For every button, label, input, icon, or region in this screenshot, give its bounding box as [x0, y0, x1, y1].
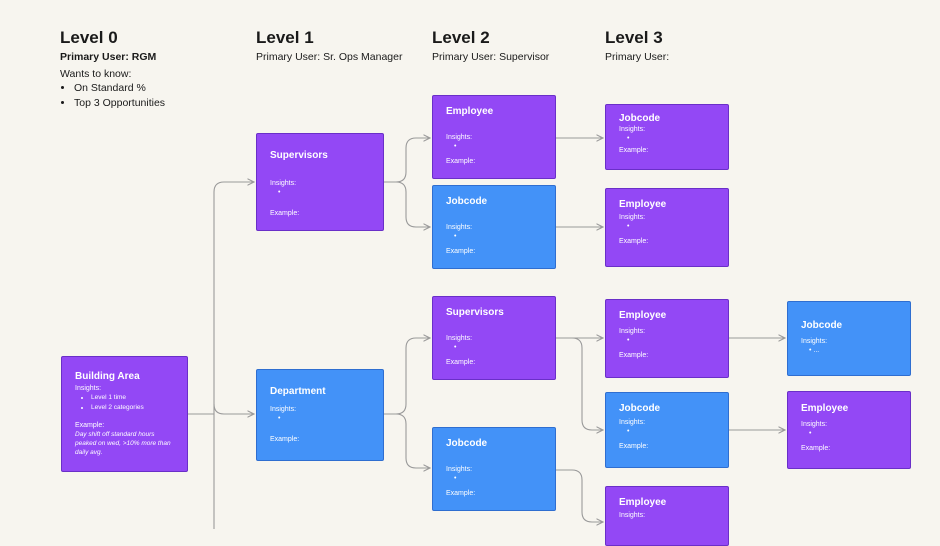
example-label: Example: [270, 436, 300, 443]
node-title: Jobcode [446, 196, 488, 207]
insights-list: Level 1 time Level 2 categories [75, 393, 174, 413]
wants-item: Top 3 Opportunities [74, 96, 165, 111]
level-3-title: Level 3 [605, 28, 663, 47]
insights-label: Insights: [446, 335, 473, 342]
l4-employee-node[interactable]: Employee Insights: • Example: [787, 391, 911, 469]
node-title: Employee [619, 199, 667, 210]
node-title: Employee [446, 106, 494, 117]
l2-jobcode-bottom-node[interactable]: Jobcode Insights: • Example: [432, 427, 556, 511]
insight-bullet: • [278, 189, 281, 196]
insights-label: Insights: [619, 419, 646, 426]
l3-employee-node[interactable]: Employee Insights: • Example: [605, 188, 729, 267]
node-title: Jobcode [446, 438, 488, 449]
node-title: Employee [619, 310, 667, 321]
level-2-title: Level 2 [432, 28, 490, 47]
insights-label: Insights: [801, 421, 828, 428]
example-label: Example: [619, 147, 649, 154]
level-2-primary-user: Primary User: Supervisor [432, 51, 550, 63]
connector [213, 182, 254, 529]
insight-bullet: • [627, 337, 630, 344]
l2-supervisors-node[interactable]: Supervisors Insights: • Example: [432, 296, 556, 380]
connector [213, 403, 254, 414]
insights-label: Insights: [446, 134, 473, 141]
node-title: Supervisors [446, 307, 504, 318]
level-1-header: Level 1 Primary User: Sr. Ops Manager [256, 28, 402, 64]
level-2-header: Level 2 Primary User: Supervisor [432, 28, 549, 64]
example-label: Example: [270, 210, 300, 217]
l3-employee-node[interactable]: Employee Insights: • Example: [605, 299, 729, 378]
insight-bullet: • [809, 430, 812, 437]
insight-bullet: • [454, 233, 457, 240]
insight-bullet: • [627, 428, 630, 435]
l3-jobcode-node[interactable]: Jobcode Insights: • Example: [605, 392, 729, 468]
connector [384, 138, 430, 183]
example-label: Example: [801, 445, 831, 452]
level-1-primary-user: Primary User: Sr. Ops Manager [256, 51, 403, 63]
connector [395, 181, 430, 227]
insights-label: Insights: [619, 126, 646, 133]
building-area-node[interactable]: Building Area Insights: Level 1 time Lev… [61, 356, 188, 472]
node-title: Jobcode [619, 403, 661, 414]
insight-bullet: • [627, 223, 630, 230]
node-title: Jobcode [801, 320, 843, 331]
insight-ellipsis: • ... [809, 347, 820, 354]
insight-item: Level 1 time [91, 393, 174, 403]
insights-label: Insights: [619, 214, 646, 221]
insights-label: Insights: [446, 224, 473, 231]
example-label: Example: [446, 158, 476, 165]
example-label: Example: [446, 359, 476, 366]
connector [556, 469, 603, 522]
node-title: Supervisors [270, 150, 328, 161]
insights-label: Insights: [75, 385, 102, 392]
insights-label: Insights: [619, 328, 646, 335]
insight-bullet: • [454, 344, 457, 351]
example-label: Example: [619, 352, 649, 359]
node-title: Employee [801, 403, 849, 414]
node-title: Employee [619, 497, 667, 508]
l2-jobcode-node[interactable]: Jobcode Insights: • Example: [432, 185, 556, 269]
wants-item: On Standard % [74, 81, 165, 96]
level-0-title: Level 0 [60, 28, 118, 47]
insight-bullet: • [454, 475, 457, 482]
insights-label: Insights: [446, 466, 473, 473]
node-title: Department [270, 386, 326, 397]
insights-label: Insights: [619, 512, 646, 519]
example-label: Example: [446, 490, 476, 497]
node-title: Jobcode [619, 113, 661, 124]
example-text: Day shift off standard hours peaked on w… [75, 431, 171, 456]
l1-supervisors-node[interactable]: Supervisors Insights: • Example: [256, 133, 384, 231]
wants-label: Wants to know: [60, 68, 132, 80]
level-0-primary-user: Primary User: RGM [60, 51, 157, 63]
insight-item: Level 2 categories [91, 403, 174, 413]
node-title: Building Area [75, 371, 140, 382]
connector-lines [188, 0, 940, 529]
l3-jobcode-node[interactable]: Jobcode Insights: • Example: [605, 104, 729, 170]
level-1-title: Level 1 [256, 28, 314, 47]
level-0-wants: Wants to know: On Standard % Top 3 Oppor… [60, 67, 165, 111]
level-0-header: Level 0 Primary User: RGM Wants to know:… [60, 28, 165, 111]
example-label: Example: [446, 248, 476, 255]
level-3-header: Level 3 Primary User: [605, 28, 669, 64]
connector [556, 337, 603, 430]
connector [395, 413, 430, 468]
l2-employee-node[interactable]: Employee Insights: • Example: [432, 95, 556, 179]
l4-jobcode-node[interactable]: Jobcode Insights: • ... [787, 301, 911, 376]
l3-employee-node[interactable]: Employee Insights: [605, 486, 729, 546]
example-label: Example: [75, 422, 105, 429]
insights-label: Insights: [270, 180, 297, 187]
insight-bullet: • [627, 135, 630, 142]
level-3-primary-user: Primary User: [605, 51, 670, 63]
insight-bullet: • [454, 143, 457, 150]
l1-department-node[interactable]: Department Insights: • Example: [256, 369, 384, 461]
insight-bullet: • [278, 415, 281, 422]
insights-label: Insights: [270, 406, 297, 413]
example-label: Example: [619, 238, 649, 245]
insights-label: Insights: [801, 338, 828, 345]
connector [384, 338, 430, 415]
example-label: Example: [619, 443, 649, 450]
